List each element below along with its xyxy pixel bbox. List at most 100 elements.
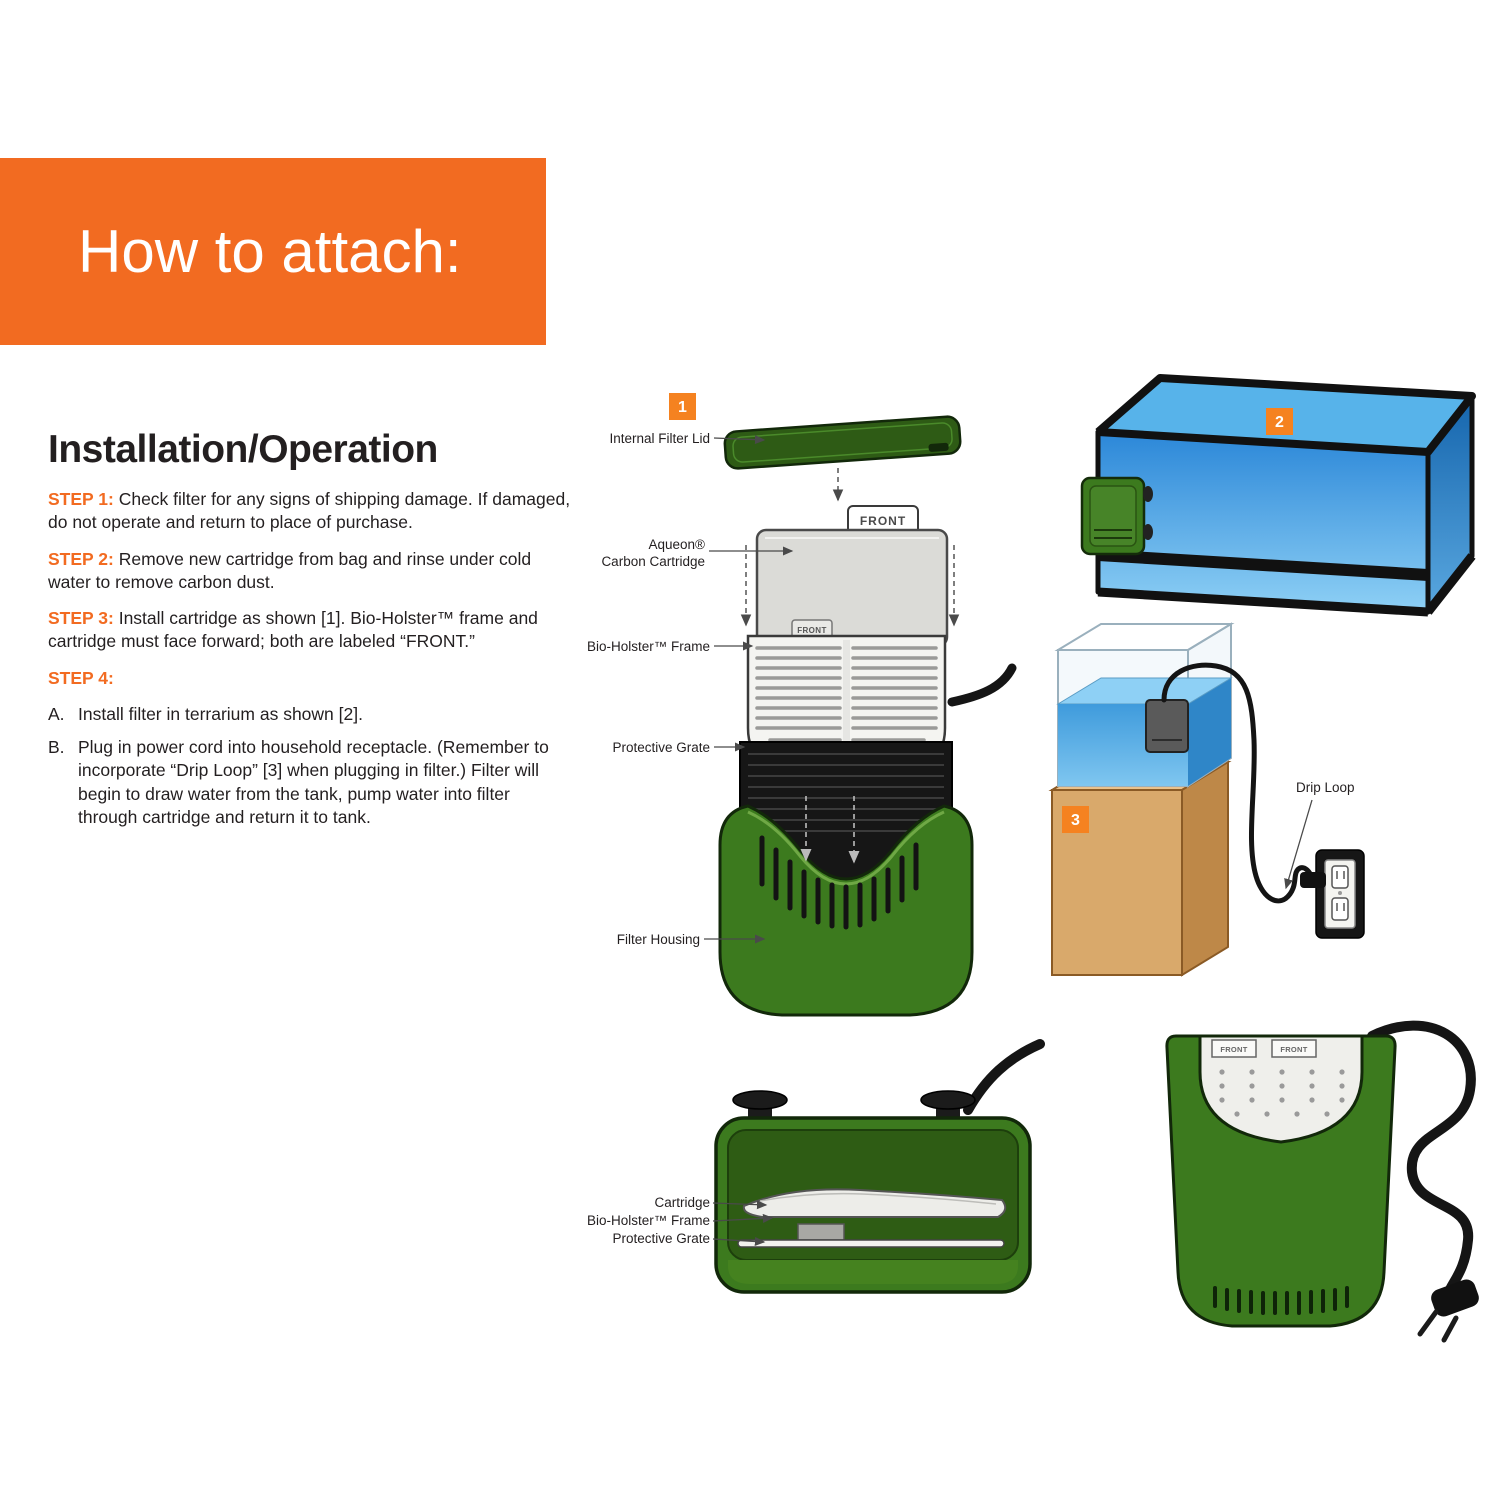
housing-grate-bars — [759, 835, 919, 930]
stand-illustration — [1048, 760, 1232, 977]
badge-3-box — [1062, 806, 1089, 833]
label-bio-holster-frame: Bio-Holster™ Frame — [587, 639, 710, 654]
small-tank-top-rim — [1054, 623, 1235, 651]
step-3: STEP 3: Install cartridge as shown [1]. … — [48, 607, 572, 654]
leader-drip-loop — [1284, 799, 1313, 890]
label-carbon-cartridge: Carbon Cartridge — [601, 554, 705, 569]
assembled-front-tab-2-text: FRONT — [1280, 1045, 1307, 1054]
step-3-text: Install cartridge as shown [1]. Bio-Hols… — [48, 608, 538, 652]
top-view-frame-tab — [797, 1223, 845, 1241]
small-tank-water-side — [1188, 678, 1231, 786]
assembled-frame-dots — [1219, 1069, 1345, 1117]
tank-front-face — [1095, 429, 1431, 615]
label-protective-grate-2: Protective Grate — [612, 1231, 710, 1246]
coiled-cord — [1367, 1020, 1476, 1299]
how-to-attach-banner: How to attach: — [0, 158, 546, 345]
tank-bottom-edge-front — [1097, 587, 1429, 617]
substep-a-label: A. — [48, 703, 65, 724]
exploded-filter-diagram: 1 Internal Filter Lid FRONT FRONT Aqueon… — [587, 393, 1017, 1017]
assembled-window — [1198, 1034, 1364, 1144]
plug-prong — [1417, 1309, 1439, 1337]
step-1-text: Check filter for any signs of shipping d… — [48, 489, 571, 533]
top-view-cord — [963, 1039, 1045, 1115]
assembled-filter-diagram: FRONT FRONT — [1165, 1020, 1479, 1343]
frame-slots — [755, 646, 938, 754]
leader-bio-holster-frame-2 — [712, 1213, 774, 1224]
badge-2: 2 — [1266, 408, 1293, 435]
substep-b-label: B. — [48, 737, 65, 758]
badge-3-number: 3 — [1071, 812, 1080, 829]
badge-2-box — [1266, 408, 1293, 435]
tank-top-rim — [1095, 374, 1476, 456]
substep-b: B. Plug in power cord into household rece… — [48, 736, 572, 829]
label-drip-loop: Drip Loop — [1296, 780, 1355, 795]
power-cord-exploded — [947, 663, 1017, 707]
installation-heading: Installation/Operation — [48, 428, 438, 471]
badge-3: 3 — [1062, 806, 1089, 833]
step-4: STEP 4: — [48, 667, 572, 690]
substep-a: A. Install filter in terrarium as shown [… — [48, 703, 572, 726]
badge-1-box — [669, 393, 696, 420]
badge-1: 1 — [669, 393, 696, 420]
terrarium-diagram: 2 — [1080, 374, 1476, 617]
small-tank-illustration — [1054, 622, 1235, 788]
substep-a-text: Install filter in terrarium as shown [2]… — [78, 703, 363, 724]
plug-prong — [1441, 1315, 1459, 1343]
front-tab-small-text: FRONT — [797, 626, 827, 635]
assembled-front-tab-1 — [1211, 1039, 1257, 1058]
banner-title: How to attach: — [78, 218, 462, 285]
top-view-front-band — [728, 1260, 1018, 1284]
stand-side — [1181, 760, 1229, 977]
carbon-cartridge-illustration: FRONT FRONT — [755, 505, 949, 648]
step-4-label: STEP 4: — [48, 667, 114, 688]
outlet-socket-bottom — [1331, 897, 1349, 921]
label-aqueon: Aqueon® — [649, 537, 706, 552]
outlet-illustration — [1300, 849, 1365, 939]
internal-filter-lid-illustration — [723, 415, 962, 470]
leader-internal-filter-lid — [713, 435, 766, 445]
front-tab-large-text: FRONT — [860, 514, 906, 528]
label-filter-housing: Filter Housing — [617, 932, 700, 947]
drip-loop-diagram: 3 Drip Loop — [1048, 622, 1365, 977]
step-3-label: STEP 3: — [48, 608, 114, 629]
step-2: STEP 2: Remove new cartridge from bag an… — [48, 548, 572, 595]
tank-bottom-edge-side — [1424, 553, 1476, 615]
outlet-socket-top — [1331, 865, 1349, 889]
leader-protective-grate-2 — [712, 1236, 766, 1247]
stand-front — [1051, 789, 1183, 976]
housing-rim-highlight — [747, 810, 945, 886]
lid-tab — [928, 442, 949, 452]
leader-cartridge — [712, 1200, 768, 1210]
top-view-grate-bar — [737, 1239, 1005, 1248]
assembled-front-tab-1-text: FRONT — [1220, 1045, 1247, 1054]
cartridge-body — [755, 528, 949, 648]
bio-holster-frame-illustration — [746, 634, 947, 768]
step-4-substeps: A. Install filter in terrarium as shown [… — [48, 703, 572, 829]
suction-cup — [1143, 486, 1153, 502]
step-1-label: STEP 1: — [48, 489, 114, 509]
tank-bottom-frame-band — [1098, 549, 1428, 581]
step-2-text: Remove new cartridge from bag and rinse … — [48, 548, 532, 592]
top-view-diagram: Cartridge Bio-Holster™ Frame Protective … — [587, 1039, 1045, 1294]
label-cartridge: Cartridge — [654, 1195, 710, 1210]
badge-1-number: 1 — [678, 399, 687, 416]
suction-cup — [1143, 524, 1153, 540]
label-protective-grate: Protective Grate — [612, 740, 710, 755]
power-plug — [1417, 1279, 1479, 1343]
suction-cup-pad — [732, 1090, 788, 1110]
badge-2-number: 2 — [1275, 414, 1284, 431]
assembled-front-tab-2 — [1271, 1039, 1317, 1058]
label-internal-filter-lid: Internal Filter Lid — [609, 431, 710, 446]
assembled-bottom-slots — [1213, 1286, 1349, 1315]
lid-rim — [732, 422, 953, 463]
top-view-cartridge-texture — [759, 1192, 997, 1205]
installation-instructions: Installation/Operation STEP 1: Check fil… — [48, 428, 572, 839]
attached-filter-illustration — [1080, 476, 1153, 556]
top-view-cartridge — [742, 1188, 1007, 1218]
drip-loop-cord — [1161, 662, 1315, 904]
outlet-screw — [1338, 891, 1342, 895]
substep-b-text: Plug in power cord into household recept… — [78, 737, 549, 827]
label-bio-holster-frame-2: Bio-Holster™ Frame — [587, 1213, 710, 1228]
lid-body — [723, 415, 962, 470]
